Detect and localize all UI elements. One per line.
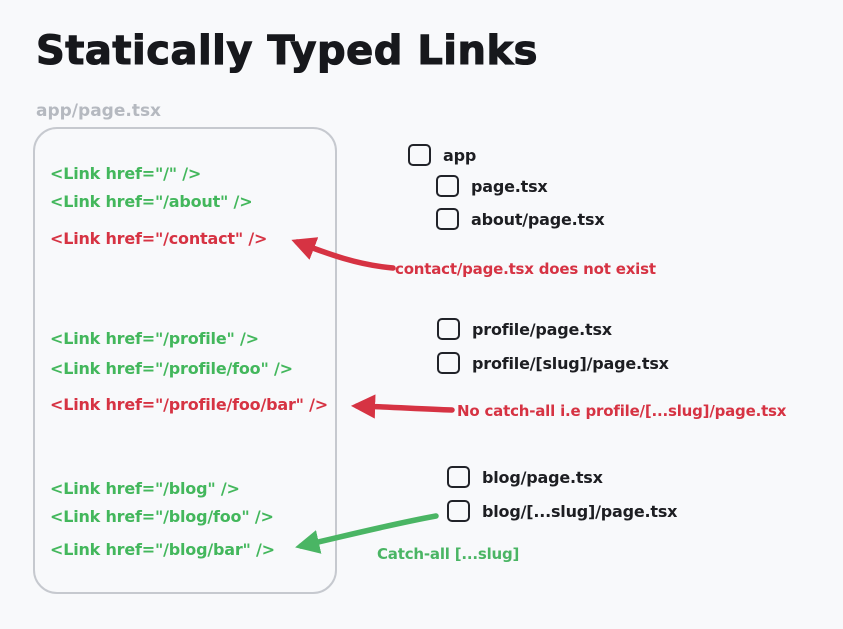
tree-item-label: page.tsx: [471, 176, 548, 196]
tree-item-label: blog/[...slug]/page.tsx: [482, 501, 678, 521]
code-line-root: <Link href="/" />: [50, 164, 202, 183]
tree-item-label: about/page.tsx: [471, 209, 605, 229]
code-line-blog: <Link href="/blog" />: [50, 479, 240, 498]
tree-item-label: app: [443, 145, 477, 165]
code-line-about: <Link href="/about" />: [50, 192, 253, 211]
tree-item-label: blog/page.tsx: [482, 467, 603, 487]
code-panel: <Link href="/" /> <Link href="/about" />…: [33, 127, 337, 594]
tree-item-blog-catchall-page: blog/[...slug]/page.tsx: [447, 500, 678, 522]
checkbox-icon: [408, 144, 431, 166]
tree-item-label: profile/page.tsx: [472, 319, 612, 339]
tree-item-profile-slug-page: profile/[slug]/page.tsx: [437, 352, 669, 374]
page-title: Statically Typed Links: [35, 27, 538, 74]
code-line-blog-foo: <Link href="/blog/foo" />: [50, 507, 274, 526]
checkbox-icon: [437, 318, 460, 340]
code-line-contact: <Link href="/contact" />: [50, 229, 268, 248]
tree-item-app: app: [408, 144, 476, 166]
tree-item-label: profile/[slug]/page.tsx: [472, 353, 669, 373]
tree-item-about-page: about/page.tsx: [436, 208, 605, 230]
checkbox-icon: [437, 352, 460, 374]
checkbox-icon: [447, 466, 470, 488]
code-line-profile: <Link href="/profile" />: [50, 329, 259, 348]
annotation-no-catch-all: No catch-all i.e profile/[...slug]/page.…: [457, 402, 787, 420]
checkbox-icon: [436, 175, 459, 197]
source-file-label: app/page.tsx: [36, 101, 162, 121]
red-arrow-no-catch-all: [350, 394, 455, 419]
code-line-blog-bar: <Link href="/blog/bar" />: [50, 540, 275, 559]
checkbox-icon: [436, 208, 459, 230]
annotation-contact-missing: contact/page.tsx does not exist: [395, 260, 656, 278]
tree-item-page: page.tsx: [436, 175, 548, 197]
annotation-catch-all: Catch-all [...slug]: [377, 545, 520, 563]
checkbox-icon: [447, 500, 470, 522]
code-line-profile-foo-bar: <Link href="/profile/foo/bar" />: [50, 395, 329, 414]
tree-item-blog-page: blog/page.tsx: [447, 466, 603, 488]
tree-item-profile-page: profile/page.tsx: [437, 318, 612, 340]
code-line-profile-foo: <Link href="/profile/foo" />: [50, 359, 293, 378]
